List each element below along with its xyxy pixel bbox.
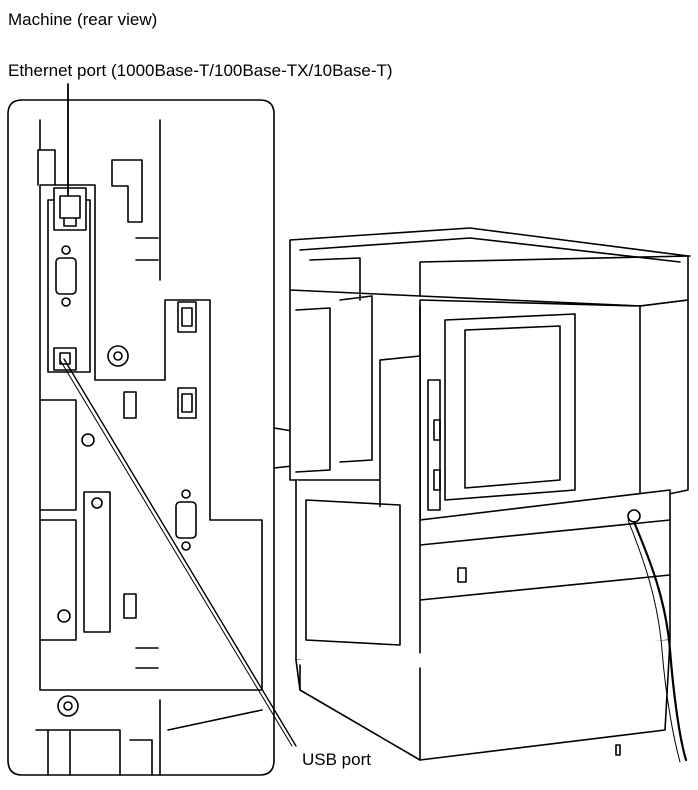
usb-socket-upper — [177, 301, 197, 333]
detail-panel — [7, 99, 275, 776]
card-slot-upper — [39, 399, 77, 511]
bracket-top — [111, 159, 143, 223]
ethernet-port-label: Ethernet port (1000Base-T/100Base-TX/10B… — [8, 61, 393, 80]
power-cord — [627, 509, 688, 763]
callout-lines — [59, 83, 297, 747]
machine-base — [295, 639, 671, 761]
usb-socket-lower — [177, 387, 197, 419]
screw-bottom — [57, 695, 79, 717]
card-slot-lower — [39, 519, 77, 641]
slot-small — [123, 391, 137, 419]
card-module — [83, 491, 111, 633]
ethernet-port — [53, 187, 87, 231]
serial-connector-left — [55, 245, 77, 307]
serial-connector-right — [175, 489, 197, 551]
usb-port-label: USB port — [302, 750, 371, 769]
interface-board — [39, 184, 263, 691]
usb-port — [53, 347, 77, 371]
usb-leader-line — [63, 358, 297, 747]
rear-panel — [444, 313, 576, 501]
screw-top — [107, 345, 129, 367]
interface-area — [379, 355, 421, 525]
view-title: Machine (rear view) — [8, 10, 158, 29]
machine — [289, 227, 691, 763]
